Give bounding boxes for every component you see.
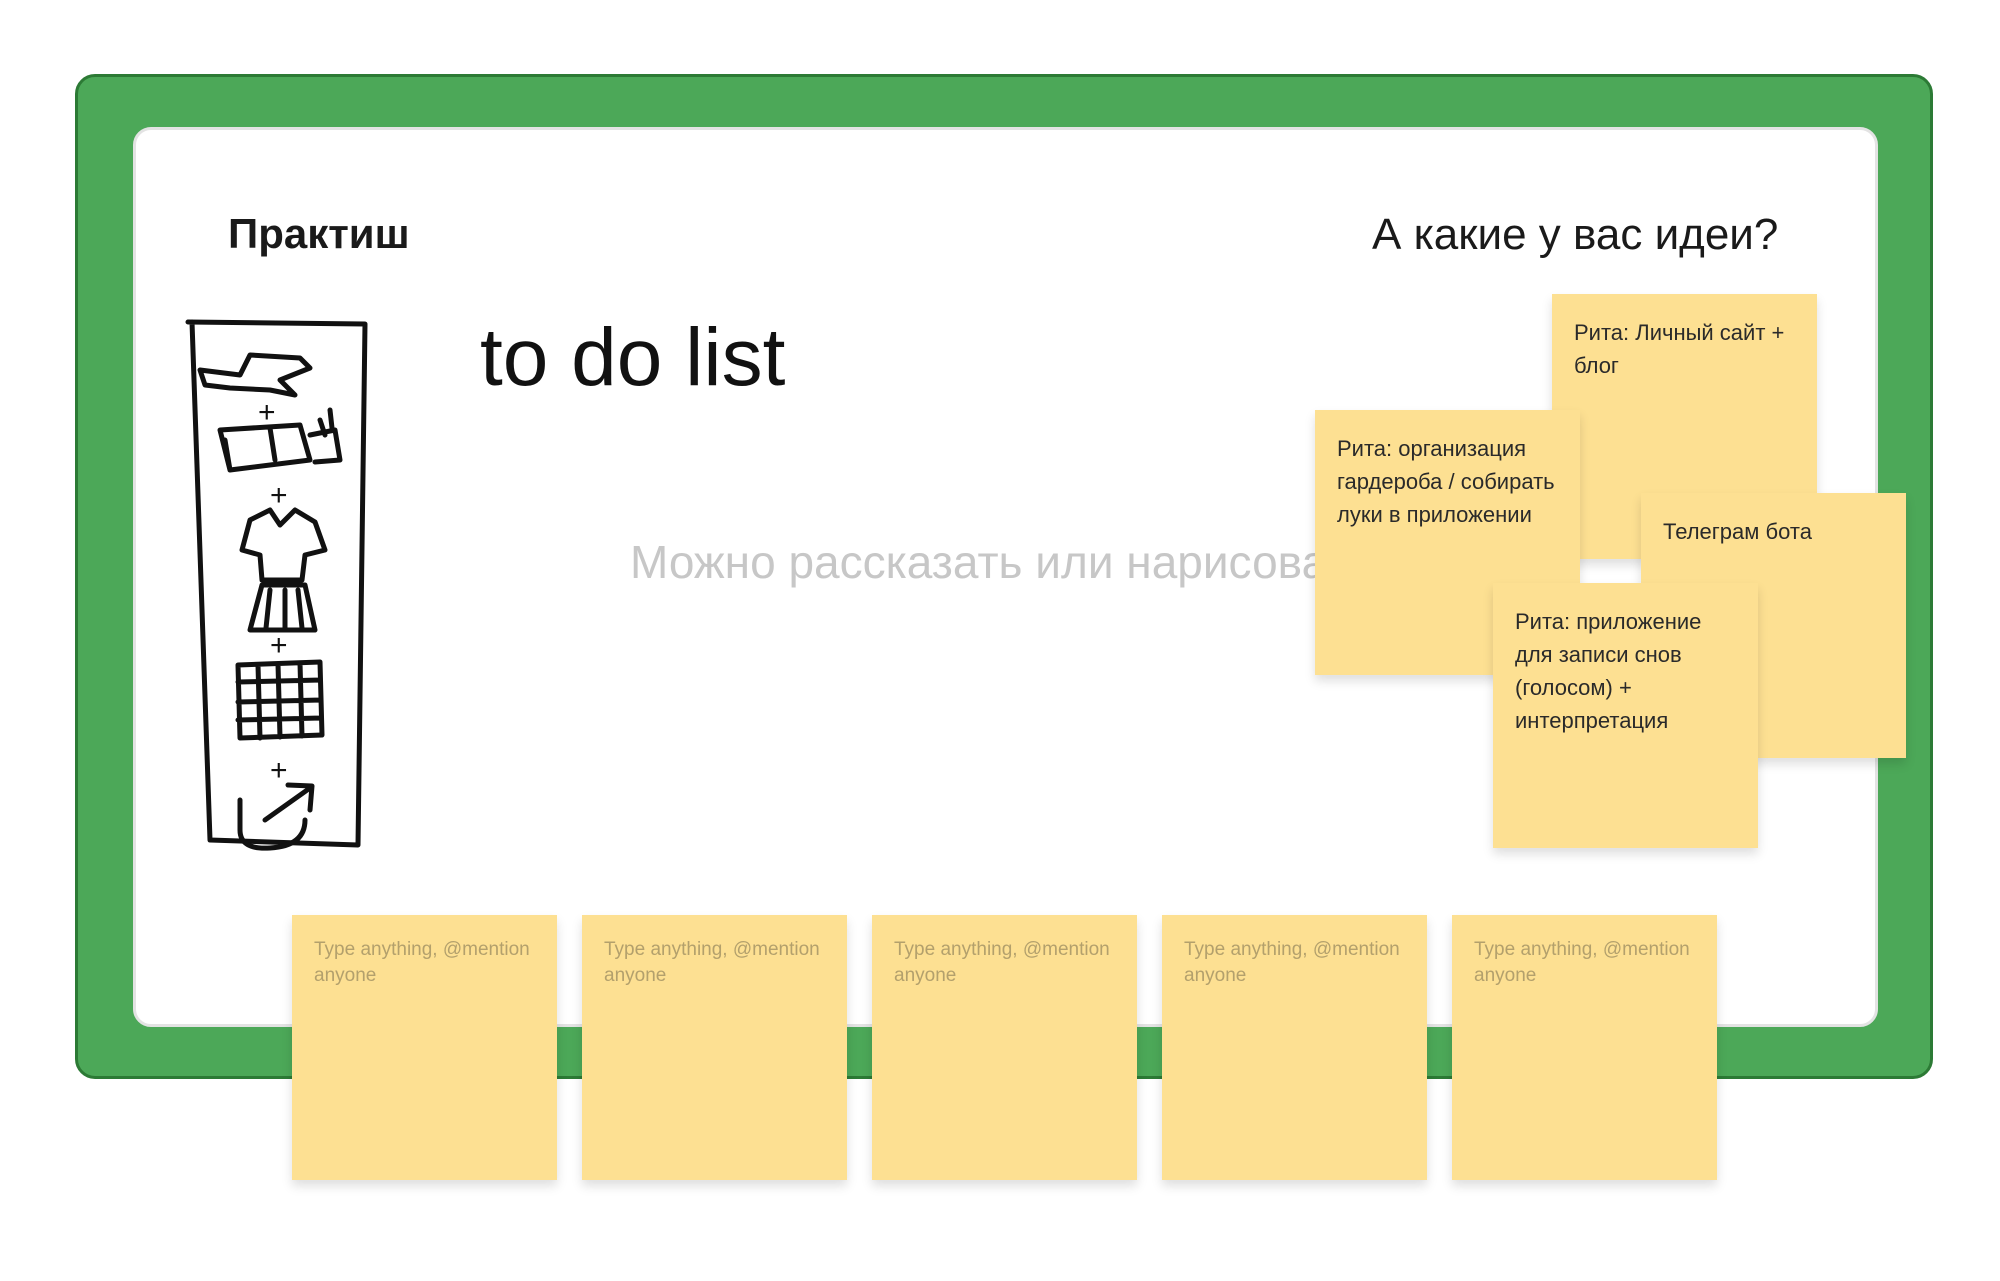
svg-text:+: + bbox=[270, 754, 288, 787]
suitcase-icon bbox=[217, 407, 343, 473]
share-icon bbox=[237, 782, 315, 851]
svg-text:to do list: to do list bbox=[480, 312, 786, 403]
right-heading: А какие у вас идеи? bbox=[1372, 210, 1779, 259]
left-heading: Практиш bbox=[228, 210, 410, 257]
svg-text:+: + bbox=[270, 479, 288, 512]
svg-text:+: + bbox=[258, 396, 276, 429]
clothing-icon bbox=[239, 507, 328, 633]
sticky-placeholder: Type anything, @mention anyone bbox=[314, 939, 530, 986]
empty-sticky-note[interactable]: Type anything, @mention anyone bbox=[292, 915, 557, 1180]
calendar-icon bbox=[235, 659, 325, 741]
sticky-placeholder: Type anything, @mention anyone bbox=[1474, 939, 1690, 986]
plane-icon bbox=[197, 352, 313, 398]
empty-sticky-note[interactable]: Type anything, @mention anyone bbox=[872, 915, 1137, 1180]
sticky-text: Рита: организация гардероба / собирать л… bbox=[1337, 436, 1555, 527]
handwritten-note[interactable]: to do list bbox=[480, 305, 820, 415]
empty-sticky-note[interactable]: Type anything, @mention anyone bbox=[582, 915, 847, 1180]
sticky-text: Рита: Личный сайт + блог bbox=[1574, 320, 1785, 378]
sticky-placeholder: Type anything, @mention anyone bbox=[604, 939, 820, 986]
empty-sticky-note[interactable]: Type anything, @mention anyone bbox=[1452, 915, 1717, 1180]
sticky-note[interactable]: Рита: приложение для записи снов (голосо… bbox=[1493, 583, 1758, 848]
sticky-placeholder: Type anything, @mention anyone bbox=[894, 939, 1110, 986]
hand-drawn-sketch[interactable]: + + + + bbox=[170, 310, 390, 855]
svg-text:+: + bbox=[270, 629, 288, 662]
sticky-text: Рита: приложение для записи снов (голосо… bbox=[1515, 609, 1702, 733]
whiteboard-area[interactable] bbox=[133, 127, 1878, 1027]
sticky-placeholder: Type anything, @mention anyone bbox=[1184, 939, 1400, 986]
hint-text: Можно рассказать или нарисовать bbox=[630, 536, 1330, 588]
sticky-text: Телеграм бота bbox=[1663, 519, 1812, 544]
empty-sticky-note[interactable]: Type anything, @mention anyone bbox=[1162, 915, 1427, 1180]
